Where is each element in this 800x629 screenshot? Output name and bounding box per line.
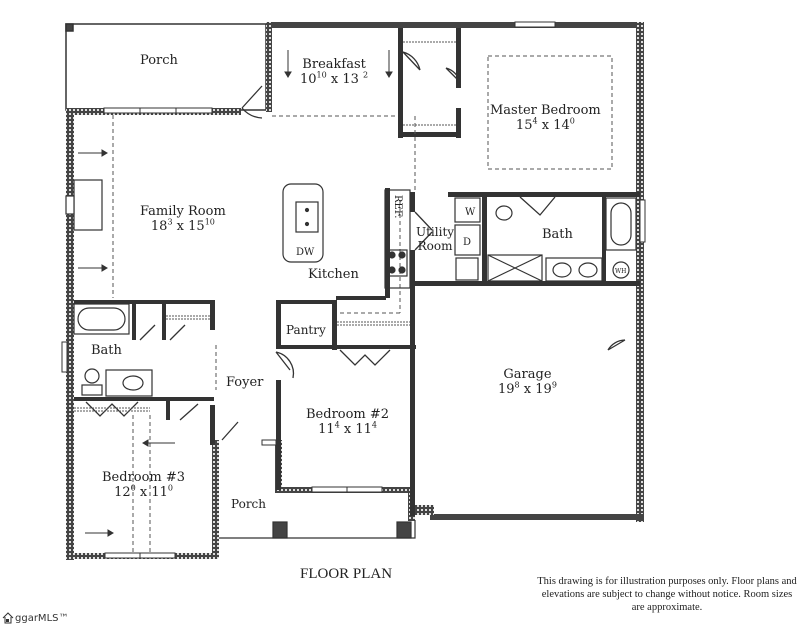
utility-room-label: Utility Room <box>416 225 454 254</box>
fireplace-icon <box>73 179 103 231</box>
water-heater-icon <box>612 261 630 279</box>
house-icon <box>2 612 14 624</box>
bedroom3-name: Bedroom #3 <box>102 470 186 485</box>
utility-sink-icon <box>455 257 479 281</box>
hall-toilet-icon <box>84 368 100 384</box>
utility-room-name-2: Room <box>417 239 453 254</box>
bedroom3-dimensions: 120 x 110 <box>114 483 173 500</box>
bedroom2-name: Bedroom #2 <box>306 407 390 422</box>
dryer-icon <box>454 224 481 256</box>
breakfast-dimensions: 1010 x 13 2 <box>300 70 369 87</box>
watermark-text: ggarMLS™ <box>15 612 69 624</box>
sink-icon <box>295 201 319 233</box>
front-porch-label: Porch <box>231 497 266 511</box>
interior-walls <box>74 28 640 516</box>
master-bedroom-dimensions: 154 x 140 <box>515 116 575 133</box>
windows <box>61 21 646 559</box>
floor-plan-title: FLOOR PLAN <box>300 566 393 582</box>
master-bedroom-label: Master Bedroom 154 x 140 <box>490 103 601 134</box>
dryer-label: D <box>463 237 471 248</box>
dishwasher-label: DW <box>296 247 315 258</box>
foyer-label: Foyer <box>226 375 264 390</box>
toilet-icon <box>495 205 513 221</box>
direction-arrows <box>78 50 393 537</box>
family-room-name: Family Room <box>140 204 226 219</box>
hall-bath-label: Bath <box>91 343 122 358</box>
garage-name: Garage <box>503 367 552 382</box>
garage-label: Garage 198 x 199 <box>498 367 557 398</box>
hall-vanity-icon <box>105 369 153 397</box>
bedroom2-label: Bedroom #2 114 x 114 <box>306 407 390 438</box>
hall-bathtub-icon <box>73 303 130 335</box>
bathtub-icon <box>605 197 637 251</box>
master-bath-label: Bath <box>542 227 573 242</box>
utility-room-name-1: Utility <box>416 225 455 239</box>
bedroom3-label: Bedroom #3 120 x 110 <box>102 470 186 501</box>
family-room-label: Family Room 183 x 1510 <box>140 204 226 235</box>
water-heater-label: WH <box>615 268 626 275</box>
breakfast-label: Breakfast 1010 x 13 2 <box>300 57 369 88</box>
breakfast-name: Breakfast <box>302 57 366 72</box>
kitchen-island-icon <box>282 183 324 263</box>
master-bedroom-name: Master Bedroom <box>490 103 601 118</box>
family-room-dimensions: 183 x 1510 <box>150 217 215 234</box>
rear-porch-label: Porch <box>140 53 178 68</box>
fixtures <box>65 179 637 539</box>
washer-label: W <box>465 207 476 218</box>
washer-icon <box>454 197 481 223</box>
range-icon <box>386 249 408 277</box>
disclaimer-text: This drawing is for illustration purpose… <box>537 576 797 614</box>
kitchen-label: Kitchen <box>308 267 359 282</box>
mls-watermark: ggarMLS™ <box>2 612 68 624</box>
closet-shelves <box>74 41 456 412</box>
garage-dimensions: 198 x 199 <box>498 380 557 397</box>
pantry-label: Pantry <box>286 323 326 337</box>
shower-icon <box>487 254 543 282</box>
refrigerator-label: REF. <box>392 195 403 218</box>
vanity-icon <box>545 257 603 282</box>
bedroom2-dimensions: 114 x 114 <box>318 420 377 437</box>
